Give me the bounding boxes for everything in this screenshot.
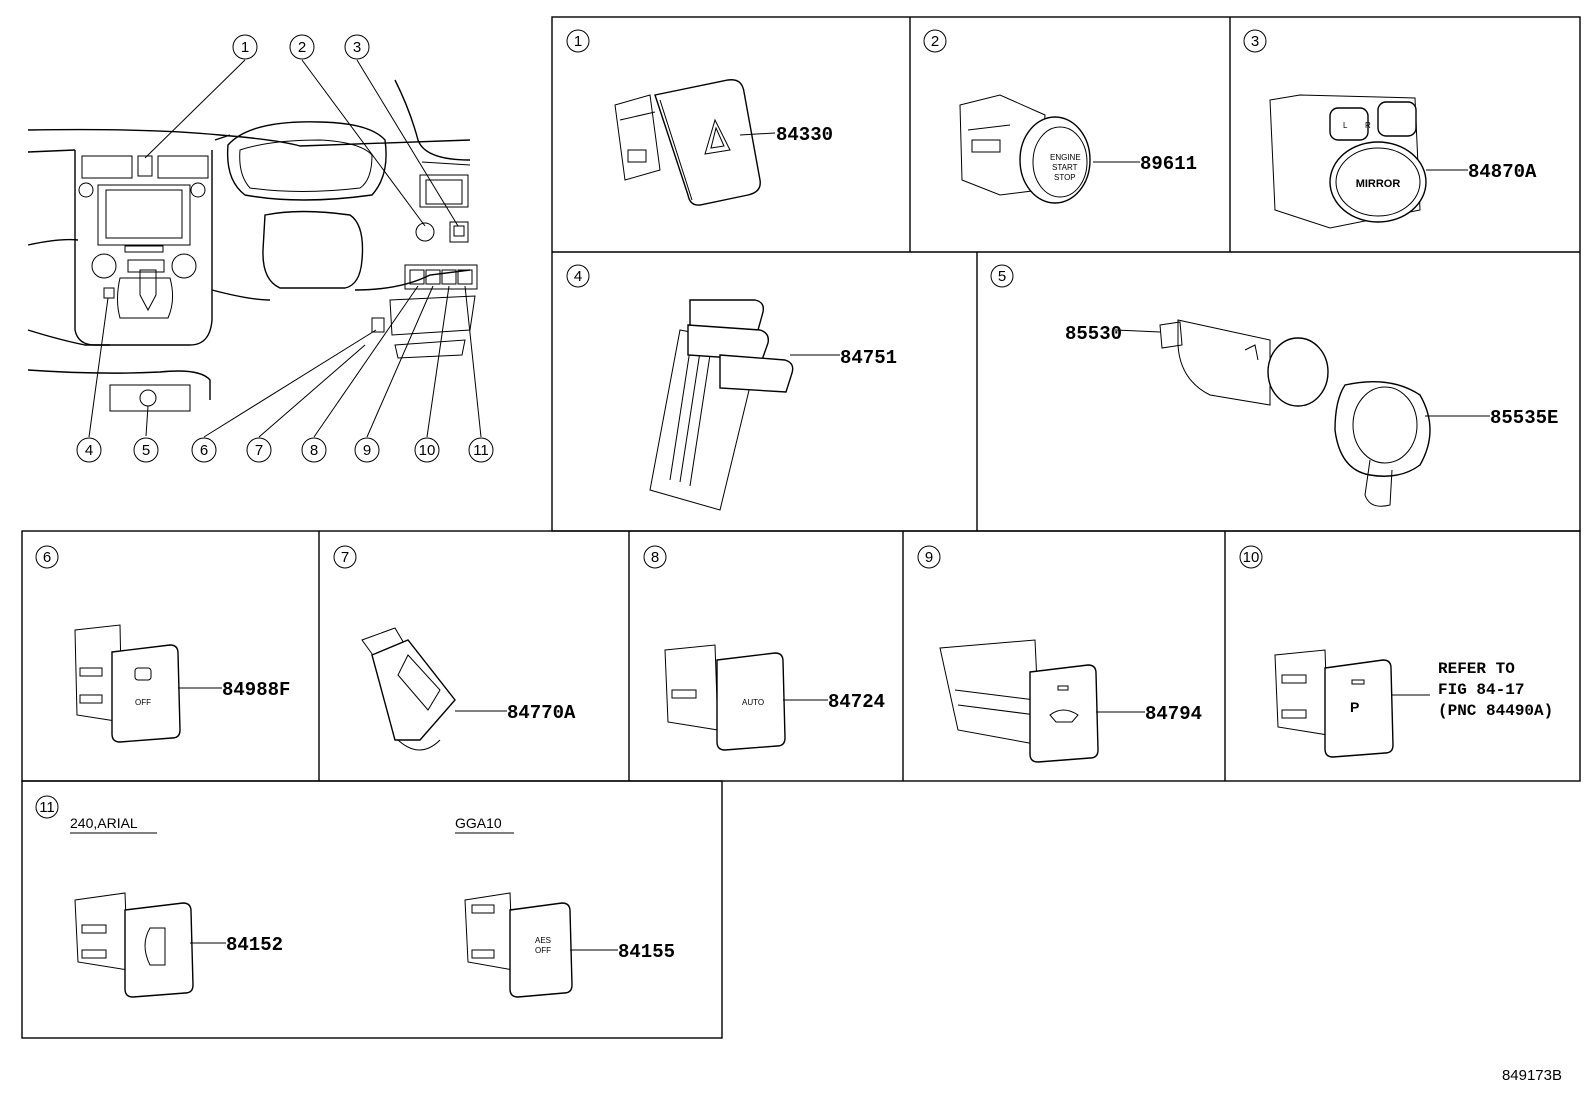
callout-2: 2 — [289, 34, 315, 60]
svg-text:7: 7 — [341, 549, 349, 566]
part-number-85530: 85530 — [1065, 323, 1122, 345]
svg-text:P: P — [1350, 699, 1359, 715]
reference-line-2: FIG 84-17 — [1438, 681, 1524, 699]
variant-label-a: 240,ARIAL — [70, 815, 138, 831]
callout-1: 1 — [232, 34, 258, 60]
svg-text:2: 2 — [931, 33, 939, 50]
panel-3: 3 R L MIRROR 84870A — [1243, 29, 1537, 229]
panel-7: 7 84770A — [333, 545, 576, 751]
part-number-84988F: 84988F — [222, 679, 290, 701]
svg-text:OFF: OFF — [135, 698, 151, 707]
part-number-84724: 84724 — [828, 691, 885, 713]
svg-text:11: 11 — [473, 442, 489, 459]
panel-borders — [21, 16, 1581, 1039]
svg-text:2: 2 — [298, 39, 306, 56]
svg-text:3: 3 — [1251, 33, 1259, 50]
callout-3: 3 — [344, 34, 370, 60]
panel-2: 2 ENGINE START STOP 89611 — [923, 29, 1197, 204]
part-number-84152: 84152 — [226, 934, 283, 956]
switch-84155-drawing: AES OFF — [464, 892, 573, 998]
headlight-leveling-switch-drawing: AUTO — [664, 644, 786, 751]
panel-10: 10 P REFER TO FIG 84-17 (PNC 84490A) — [1239, 545, 1553, 758]
svg-text:5: 5 — [998, 268, 1006, 285]
part-number-84794: 84794 — [1145, 703, 1202, 725]
panel-9: 9 84794 — [917, 545, 1202, 763]
dashboard-overview — [27, 79, 478, 412]
callout-6: 6 — [191, 437, 217, 463]
reference-line-1: REFER TO — [1438, 660, 1515, 678]
svg-text:1: 1 — [574, 33, 582, 50]
svg-text:10: 10 — [1243, 549, 1260, 566]
svg-text:6: 6 — [200, 442, 208, 459]
panel-8: 8 AUTO 84724 — [643, 545, 885, 751]
svg-text:5: 5 — [142, 442, 150, 459]
svg-text:ENGINE: ENGINE — [1050, 153, 1081, 162]
mirror-switch-drawing: R L MIRROR — [1269, 94, 1427, 229]
part-number-84751: 84751 — [840, 347, 897, 369]
part-number-84155: 84155 — [618, 941, 675, 963]
callout-10: 10 — [414, 437, 440, 463]
part-number-84870A: 84870A — [1468, 161, 1537, 183]
part-number-84330: 84330 — [776, 124, 833, 146]
start-button-drawing: ENGINE START STOP — [959, 94, 1091, 204]
svg-text:START: START — [1052, 163, 1078, 172]
part-number-84770A: 84770A — [507, 702, 576, 724]
svg-text:10: 10 — [419, 442, 436, 459]
vsc-off-switch-drawing: OFF — [74, 624, 181, 743]
callout-8: 8 — [301, 437, 327, 463]
rear-defogger-switch-drawing — [939, 639, 1099, 763]
svg-text:R: R — [1365, 121, 1371, 130]
overview-leaders — [88, 59, 482, 438]
svg-text:8: 8 — [310, 442, 318, 459]
callout-11: 11 — [468, 437, 494, 463]
callout-5: 5 — [133, 437, 159, 463]
parking-assist-switch-drawing: P — [1274, 649, 1394, 758]
usb-port-drawing — [361, 627, 456, 751]
svg-text:9: 9 — [363, 442, 371, 459]
figure-code: 849173B — [1502, 1067, 1562, 1084]
switch-84152-drawing — [74, 892, 194, 998]
callout-9: 9 — [354, 437, 380, 463]
svg-text:7: 7 — [255, 442, 263, 459]
part-number-85535E: 85535E — [1490, 407, 1558, 429]
seat-heater-switch-drawing — [649, 299, 794, 511]
svg-text:AUTO: AUTO — [742, 698, 764, 707]
panel-6: 6 OFF 84988F — [35, 545, 290, 743]
svg-text:AES: AES — [535, 936, 551, 945]
power-outlet-drawing — [1159, 319, 1431, 507]
svg-text:9: 9 — [925, 549, 933, 566]
variant-label-b: GGA10 — [455, 815, 502, 831]
svg-text:4: 4 — [574, 268, 582, 285]
callout-7: 7 — [246, 437, 272, 463]
svg-text:1: 1 — [241, 39, 249, 56]
hazard-switch-drawing — [614, 79, 761, 206]
callout-4: 4 — [76, 437, 102, 463]
svg-text:MIRROR: MIRROR — [1356, 178, 1401, 190]
panel-5: 5 85530 85535E — [990, 264, 1558, 507]
panel-4: 4 84751 — [566, 264, 897, 511]
svg-text:8: 8 — [651, 549, 659, 566]
svg-text:4: 4 — [85, 442, 93, 459]
panel-11: 11 240,ARIAL GGA10 84152 AES OFF 84155 — [35, 795, 675, 998]
svg-text:L: L — [1343, 121, 1348, 130]
svg-text:STOP: STOP — [1054, 173, 1076, 182]
svg-text:OFF: OFF — [535, 946, 551, 955]
part-number-89611: 89611 — [1140, 153, 1197, 175]
overview-callouts: 1 2 3 4 5 6 7 8 9 10 11 — [76, 34, 494, 463]
reference-line-3: (PNC 84490A) — [1438, 702, 1553, 720]
svg-text:6: 6 — [43, 549, 51, 566]
panel-1: 1 84330 — [566, 29, 833, 206]
svg-text:11: 11 — [39, 799, 55, 816]
svg-text:3: 3 — [353, 39, 361, 56]
